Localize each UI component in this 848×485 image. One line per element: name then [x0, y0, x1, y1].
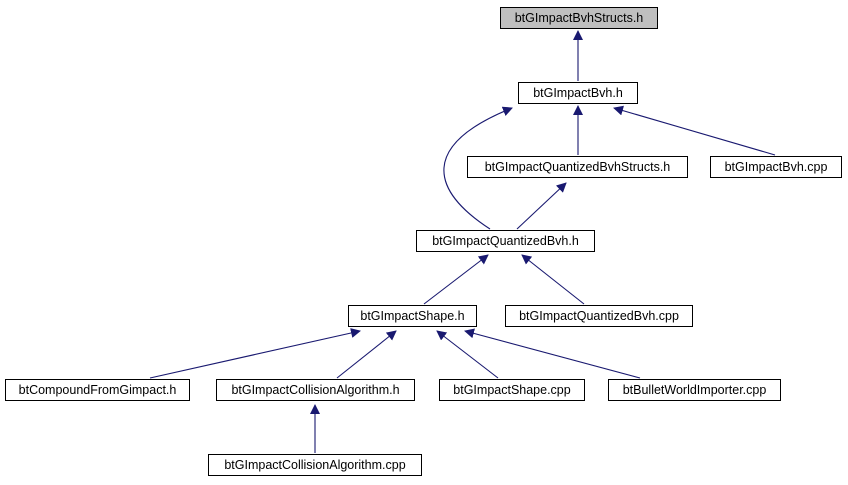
node-btgimpactquantizedbvh-cpp[interactable]: btGImpactQuantizedBvh.cpp	[505, 305, 693, 327]
node-btgimpactbvh-cpp[interactable]: btGImpactBvh.cpp	[710, 156, 842, 178]
node-label: btGImpactQuantizedBvh.cpp	[519, 309, 679, 323]
edge-n7-to-n5	[149, 328, 361, 379]
edges-layer	[149, 30, 776, 453]
node-btgimpactshape-h[interactable]: btGImpactShape.h	[348, 305, 477, 327]
node-label: btGImpactCollisionAlgorithm.h	[231, 383, 400, 397]
node-label: btGImpactQuantizedBvhStructs.h	[484, 160, 671, 174]
node-btcompoundfromgimpact-h[interactable]: btCompoundFromGimpact.h	[5, 379, 190, 401]
edge-n9-to-n5	[436, 330, 499, 379]
node-label: btGImpactQuantizedBvh.h	[432, 234, 579, 248]
node-label: btGImpactShape.cpp	[453, 383, 571, 397]
node-btgimpactcollisionalgorithm-cpp[interactable]: btGImpactCollisionAlgorithm.cpp	[208, 454, 422, 476]
node-label: btGImpactBvh.h	[533, 86, 623, 100]
node-label: btGImpactBvhStructs.h	[514, 11, 644, 25]
edge-n5-to-n4	[423, 254, 489, 305]
node-btgimpactbvhstructs-h: btGImpactBvhStructs.h	[500, 7, 658, 29]
node-btbulletworldimporter-cpp[interactable]: btBulletWorldImporter.cpp	[608, 379, 781, 401]
node-label: btGImpactBvh.cpp	[724, 160, 828, 174]
edge-n6-to-n4	[521, 254, 585, 305]
node-label: btCompoundFromGimpact.h	[18, 383, 177, 397]
node-btgimpactshape-cpp[interactable]: btGImpactShape.cpp	[439, 379, 585, 401]
edge-n10-to-n5	[464, 328, 641, 379]
node-btgimpactcollisionalgorithm-h[interactable]: btGImpactCollisionAlgorithm.h	[216, 379, 415, 401]
node-btgimpactquantizedbvhstructs-h[interactable]: btGImpactQuantizedBvhStructs.h	[467, 156, 688, 178]
node-label: btGImpactShape.h	[360, 309, 465, 323]
edge-n4-to-n2	[516, 182, 567, 230]
node-label: btBulletWorldImporter.cpp	[622, 383, 767, 397]
edge-n4-to-n1	[443, 106, 513, 230]
node-btgimpactbvh-h[interactable]: btGImpactBvh.h	[518, 82, 638, 104]
edge-n3-to-n1	[613, 105, 776, 156]
node-label: btGImpactCollisionAlgorithm.cpp	[224, 458, 406, 472]
edge-n8-to-n5	[336, 330, 397, 379]
node-btgimpactquantizedbvh-h[interactable]: btGImpactQuantizedBvh.h	[416, 230, 595, 252]
